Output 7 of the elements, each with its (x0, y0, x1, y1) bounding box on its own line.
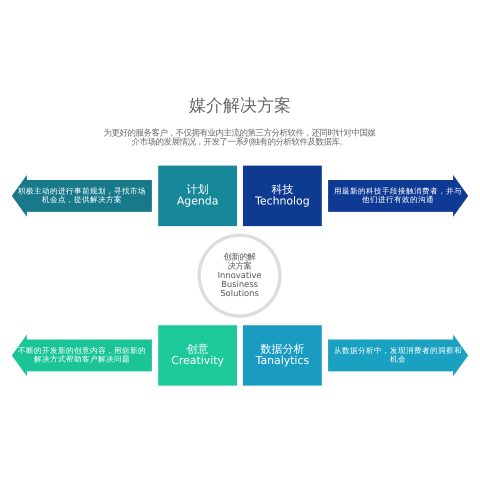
diagram-title: 媒介解决方案 (189, 95, 291, 116)
node-box: 科技 Technolog (242, 166, 322, 226)
node-box: 数据分析 Tanalytics (242, 325, 322, 386)
node-box: 创意 Creativity (158, 325, 238, 386)
node-box: 计划 Agenda (158, 166, 238, 226)
node-circle: 创新的解决方案 Innovative Business Solutions (197, 234, 282, 318)
label: 为更好的服务客户，不仅拥有业内主流的第三方分析软件，还同时针对中国媒介市场的发展情况，开发了一系列独有的分析软件及数据库。 (104, 127, 376, 147)
